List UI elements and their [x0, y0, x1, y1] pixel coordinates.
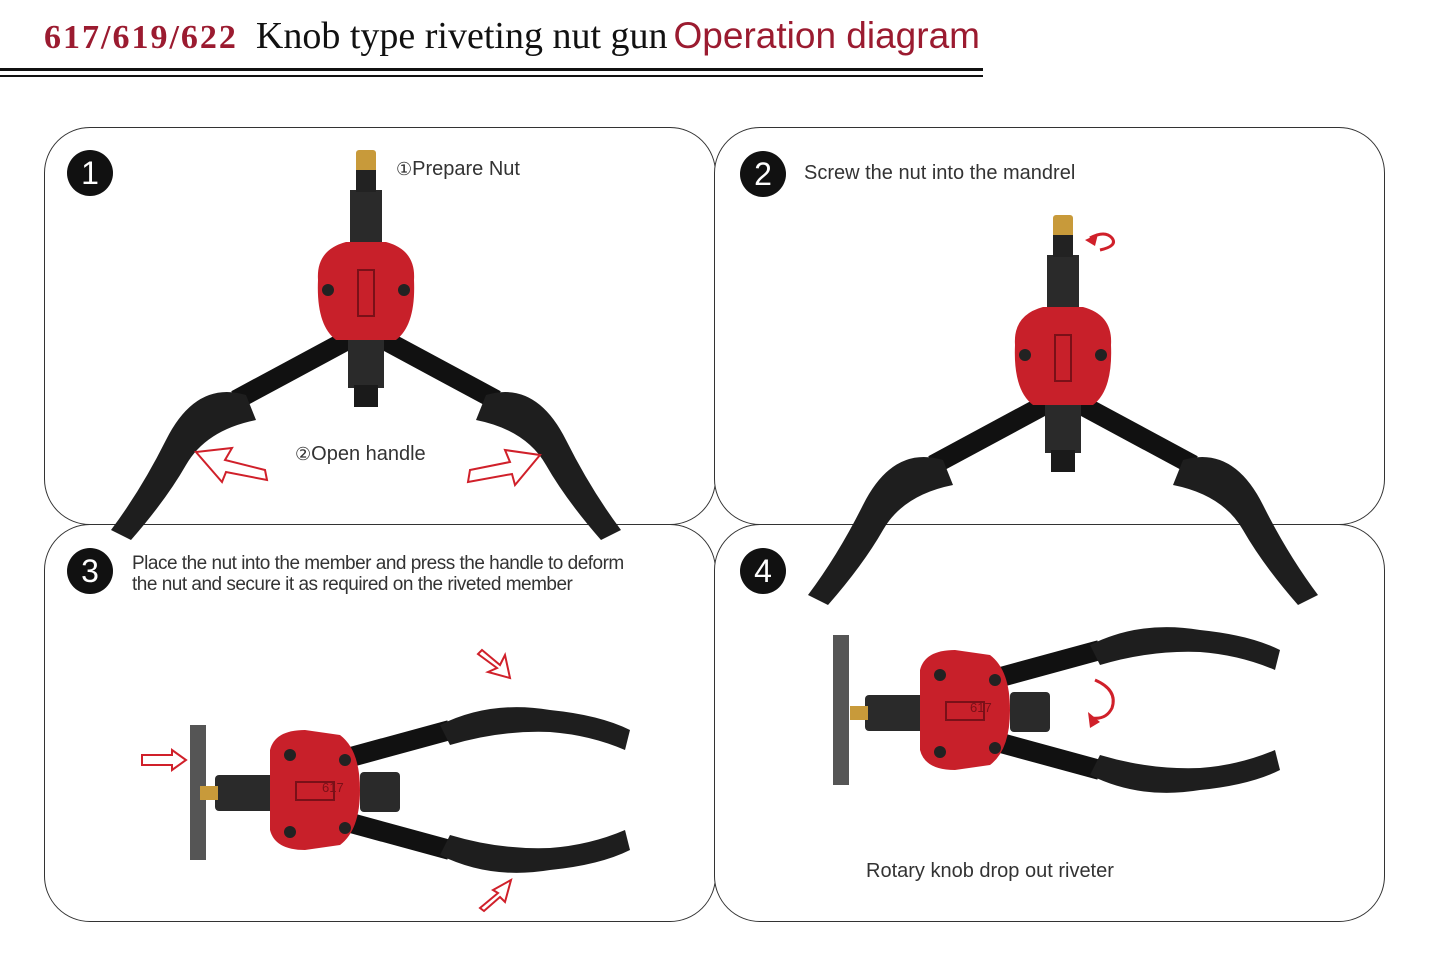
nut-on-mandrel-icon: [1053, 215, 1073, 241]
step-2-label: Screw the nut into the mandrel: [804, 162, 1076, 184]
step-2-number: 2: [740, 151, 786, 197]
step-1-number: 1: [67, 150, 113, 196]
rotate-arrow-icon: [1089, 232, 1115, 252]
press-arrow-top-icon: [476, 648, 512, 680]
riveted-member-plate: [190, 725, 206, 860]
step-4-caption: Rotary knob drop out riveter: [866, 860, 1114, 882]
tool-model-mark: 617: [970, 700, 992, 715]
tool-model-mark: 617: [322, 780, 344, 795]
rotate-knob-arrow-icon: [1091, 678, 1115, 720]
header-rule-thick: [0, 68, 983, 71]
product-title: Knob type riveting nut gun: [255, 15, 668, 57]
open-arrow-left-icon: [193, 446, 269, 484]
press-arrow-bottom-icon: [478, 877, 513, 913]
model-numbers: 617/619/622: [44, 19, 238, 56]
section-title: Operation diagram: [673, 15, 980, 56]
nut-icon: [356, 150, 376, 176]
step-4-number: 4: [740, 548, 786, 594]
step-3-instruction: Place the nut into the member and press …: [132, 553, 624, 595]
page-header: 617/619/622 Knob type riveting nut gun O…: [44, 14, 980, 64]
open-arrow-right-icon: [466, 448, 542, 488]
step-3-number: 3: [67, 548, 113, 594]
push-arrow-icon: [141, 748, 188, 772]
step-1-open-handle-label: ②Open handle: [295, 443, 426, 465]
header-rule-thin: [0, 75, 983, 77]
riveted-member-plate: [833, 635, 849, 785]
step-1-prepare-nut-label: ①Prepare Nut: [396, 158, 520, 180]
